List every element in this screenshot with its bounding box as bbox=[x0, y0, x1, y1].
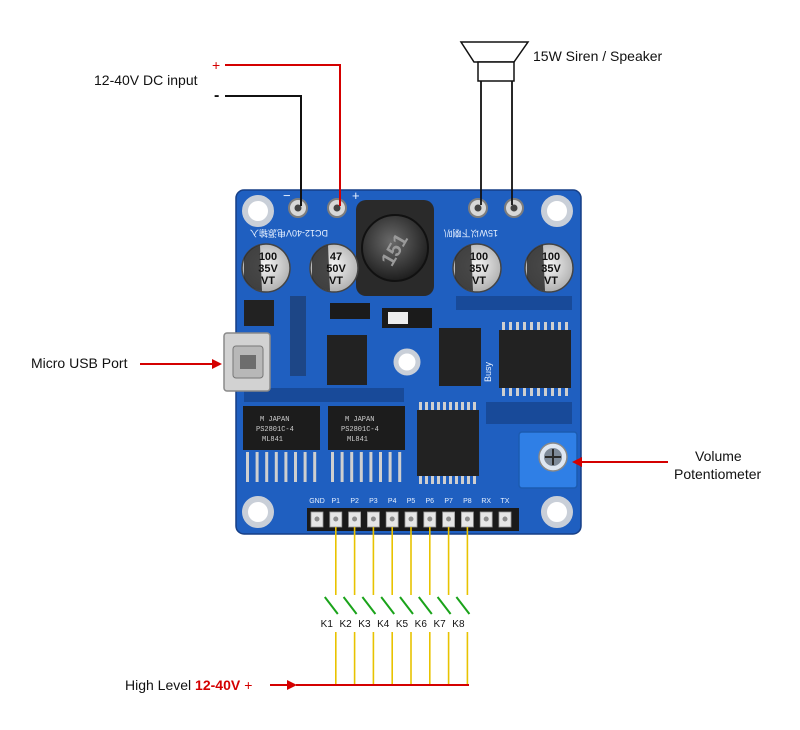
capacitor-3-line-3: VT bbox=[472, 275, 486, 287]
switch-label-k4: K4 bbox=[377, 619, 390, 630]
switch-k5: K5 bbox=[396, 527, 414, 685]
capacitor-1-line-2: 35V bbox=[258, 263, 278, 275]
trigger-switches: K1 K2 K3 K4 K5 K6 K7 K8 bbox=[321, 527, 471, 685]
usb-arrow bbox=[140, 359, 222, 369]
dc-minus-sign: - bbox=[214, 87, 219, 104]
switch-k7: K7 bbox=[433, 527, 452, 685]
high-level-voltage: 12-40V bbox=[195, 677, 241, 693]
capacitor-4-line-1: 100 bbox=[542, 251, 560, 263]
volume-potentiometer bbox=[518, 431, 578, 489]
pin-label-p2: P2 bbox=[350, 498, 359, 505]
input-silkscreen: DC12-40V电源输入 bbox=[250, 228, 328, 239]
high-level-plus: + bbox=[244, 677, 252, 693]
switch-k6: K6 bbox=[415, 527, 433, 685]
speaker-terminals bbox=[468, 198, 524, 218]
capacitor-4-line-2: 35V bbox=[541, 263, 561, 275]
chip1-line2: PS2801C-4 bbox=[256, 426, 294, 434]
inductor: 151 bbox=[356, 200, 434, 296]
chip2-line2: PS2801C-4 bbox=[341, 426, 379, 434]
high-level-label: High Level 12-40V+ bbox=[125, 677, 252, 693]
high-level-arrow bbox=[270, 680, 297, 690]
pin-label-gnd: GND bbox=[309, 498, 325, 505]
switch-label-k3: K3 bbox=[358, 619, 371, 630]
capacitor-2-line-3: VT bbox=[329, 275, 343, 287]
dc-input-wiring bbox=[225, 64, 341, 206]
pin-pads bbox=[310, 511, 512, 528]
speaker-wiring bbox=[480, 81, 513, 205]
switch-label-k5: K5 bbox=[396, 619, 409, 630]
switch-k3: K3 bbox=[358, 527, 377, 685]
busy-silkscreen: Busy bbox=[483, 361, 493, 382]
optocoupler-chip-2: M JAPAN PS2801C-4 ML841 bbox=[328, 406, 405, 450]
chip-legs bbox=[246, 322, 568, 484]
speaker-icon bbox=[459, 41, 530, 82]
usb-label: Micro USB Port bbox=[31, 355, 128, 371]
switch-label-k1: K1 bbox=[321, 619, 334, 630]
switch-label-k2: K2 bbox=[339, 619, 352, 630]
board-minus-mark: − bbox=[283, 188, 291, 203]
speaker-label: 15W Siren / Speaker bbox=[533, 48, 663, 64]
switch-label-k6: K6 bbox=[415, 619, 428, 630]
capacitor-4-line-3: VT bbox=[544, 275, 558, 287]
pin-label-rx: RX bbox=[481, 498, 491, 505]
switch-k1: K1 bbox=[321, 527, 339, 685]
smd-components bbox=[244, 296, 572, 424]
capacitor-2-line-1: 47 bbox=[330, 251, 342, 263]
pin-label-tx: TX bbox=[501, 498, 510, 505]
capacitor-1-line-3: VT bbox=[261, 275, 275, 287]
pin-labels: GND P1 P2 P3 P4 P5 P6 P7 P8 RX TX bbox=[309, 498, 510, 505]
capacitor-3-line-2: 35V bbox=[469, 263, 489, 275]
dc-plus-sign: + bbox=[212, 57, 220, 73]
switch-k8: K8 bbox=[452, 527, 471, 685]
switch-label-k7: K7 bbox=[433, 619, 446, 630]
switch-k4: K4 bbox=[377, 527, 395, 685]
switch-k2: K2 bbox=[339, 527, 358, 685]
micro-usb-port bbox=[223, 332, 271, 392]
board-plus-mark: + bbox=[352, 188, 360, 203]
optocoupler-chip-1: M JAPAN PS2801C-4 ML841 bbox=[243, 406, 320, 450]
speaker-silkscreen: 15W以下喇叭 bbox=[443, 228, 498, 239]
capacitor-3-line-1: 100 bbox=[470, 251, 488, 263]
dc-input-label: 12-40V DC input bbox=[94, 72, 198, 88]
power-terminals bbox=[288, 198, 347, 218]
volume-label-line2: Potentiometer bbox=[674, 466, 761, 482]
volume-arrow bbox=[572, 457, 668, 467]
chip2-line1: M JAPAN bbox=[345, 416, 374, 424]
chip2-line3: ML841 bbox=[347, 436, 368, 444]
pin-label-p5: P5 bbox=[407, 498, 416, 505]
volume-label-line1: Volume bbox=[695, 448, 742, 464]
pcb-board: − + DC12-40V电源输入 15W以下喇叭 151 10035VVT475… bbox=[223, 188, 582, 535]
chip1-line1: M JAPAN bbox=[260, 416, 289, 424]
pin-label-p1: P1 bbox=[332, 498, 341, 505]
capacitor-2-line-2: 50V bbox=[326, 263, 346, 275]
capacitor-1-line-1: 100 bbox=[259, 251, 277, 263]
pin-label-p3: P3 bbox=[369, 498, 378, 505]
center-hole bbox=[393, 348, 421, 376]
mounting-holes bbox=[242, 195, 573, 528]
pin-label-p6: P6 bbox=[426, 498, 435, 505]
switch-label-k8: K8 bbox=[452, 619, 465, 630]
pin-label-p8: P8 bbox=[463, 498, 472, 505]
high-level-prefix: High Level bbox=[125, 677, 195, 693]
chip1-line3: ML841 bbox=[262, 436, 283, 444]
ic-chips: M JAPAN PS2801C-4 ML841 M JAPAN PS2801C-… bbox=[243, 322, 571, 484]
pin-label-p7: P7 bbox=[444, 498, 453, 505]
pin-label-p4: P4 bbox=[388, 498, 397, 505]
pin-header: GND P1 P2 P3 P4 P5 P6 P7 P8 RX TX bbox=[307, 498, 519, 531]
